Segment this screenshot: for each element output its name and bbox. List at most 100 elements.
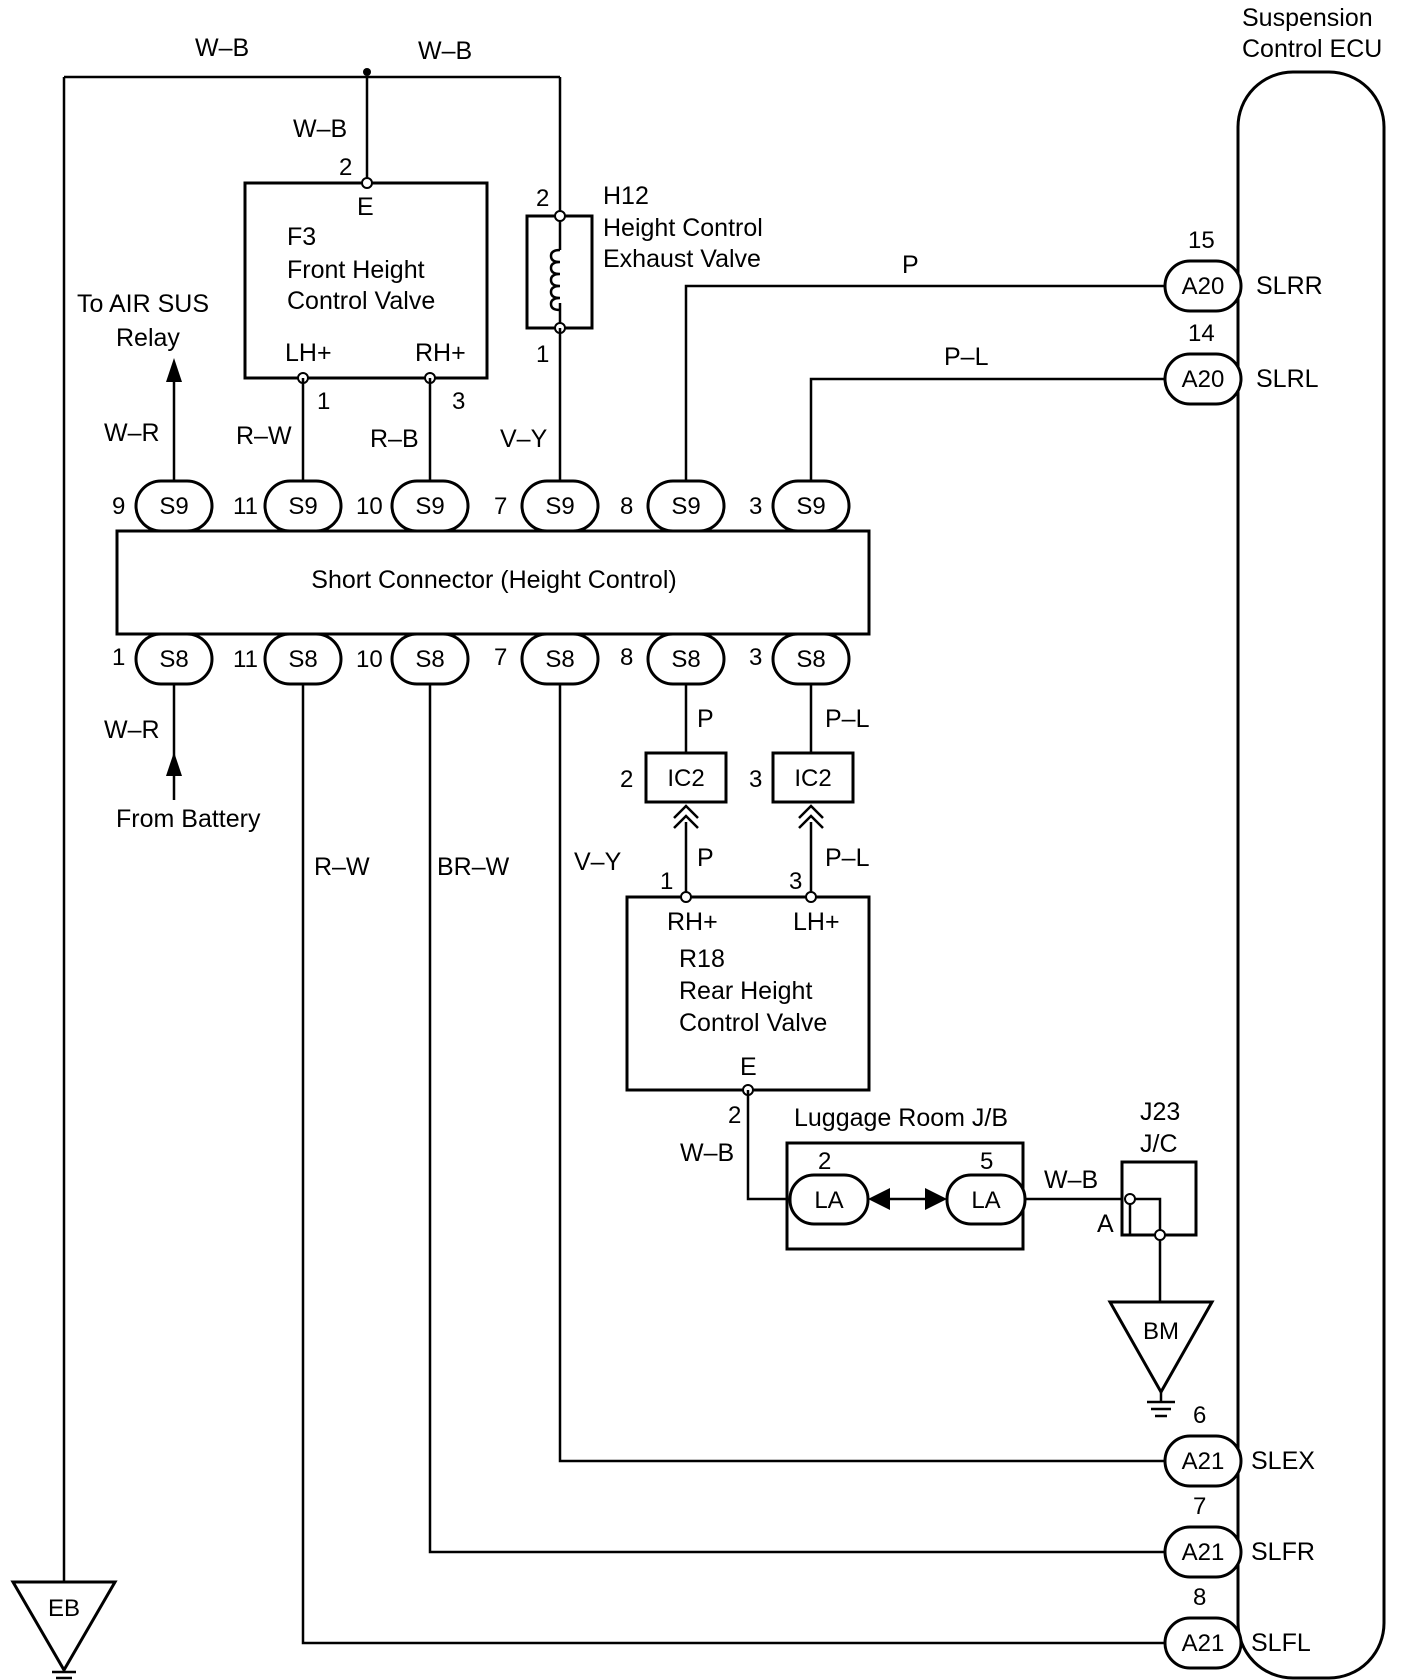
ground-symbol-icon: [52, 1670, 76, 1680]
arrow-up-icon: [166, 752, 182, 776]
r18-pin2: 2: [728, 1102, 741, 1129]
la-pin: 5: [980, 1148, 993, 1175]
ecu-pin-name: SLFL: [1251, 1629, 1311, 1657]
f3-pin-rh: RH+: [415, 339, 466, 367]
s8-pin: 8: [620, 644, 633, 671]
ic2-pin: 3: [749, 766, 762, 793]
s9-label: S9: [796, 493, 825, 520]
s8-label: S8: [159, 646, 188, 673]
ecu-connector-label: A20: [1182, 366, 1225, 393]
ecu-pin-slfl: A21 8 SLFL: [1163, 1584, 1311, 1670]
ecu-pin-number: 7: [1193, 1493, 1206, 1520]
ecu-pin-number: 6: [1193, 1402, 1206, 1429]
h12-name-line2: Exhaust Valve: [603, 245, 761, 273]
s8-pin: 11: [233, 646, 258, 673]
s9-label: S9: [545, 493, 574, 520]
wire-label-ic2b-r18: P–L: [825, 844, 870, 872]
ground-bm-label: BM: [1143, 1318, 1179, 1345]
f3-pin2: 2: [339, 154, 352, 181]
f3-pin1: 1: [317, 388, 330, 415]
wire-slrr: [684, 284, 1165, 481]
ecu-pin-name: SLRR: [1256, 272, 1323, 300]
s8-pin: 3: [749, 644, 762, 671]
wire-label-s8-10: BR–W: [437, 853, 510, 881]
wire-slfl: [301, 684, 1165, 1645]
relay-label-line1: To AIR SUS: [77, 290, 209, 318]
r18-pin1: 1: [660, 868, 673, 895]
wire-label-ic2a-r18: P: [697, 844, 714, 872]
ic2-pin: 2: [620, 766, 633, 793]
ecu-pin-slrl: A20 14 SLRL: [1163, 320, 1319, 406]
f3-pin-lh: LH+: [285, 339, 332, 367]
wire-label-relay: W–R: [104, 419, 160, 447]
s9-pin: 11: [233, 493, 258, 520]
wire-slex: [558, 684, 1165, 1463]
suspension-control-ecu-body: [1236, 70, 1386, 1680]
ecu-pin-number: 15: [1188, 227, 1215, 254]
connector-chevron-icon: [673, 804, 699, 829]
wire-label-la-j23: W–B: [1044, 1166, 1098, 1194]
wire-slrl: [809, 377, 1165, 481]
s9-label: S9: [288, 493, 317, 520]
s8-pin: 7: [494, 644, 507, 671]
ecu-pin-number: 8: [1193, 1584, 1206, 1611]
short-connector-height-control: [115, 529, 871, 636]
ic2-connector-b: [771, 751, 855, 804]
f3-pin2-terminal: [361, 177, 373, 189]
r18-pin-rh: RH+: [667, 908, 718, 936]
ecu-connector-label: A21: [1182, 1448, 1225, 1475]
ecu-pin-slrr: A20 15 SLRR: [1163, 227, 1323, 313]
s8-label: S8: [545, 646, 574, 673]
ground-symbol-icon: [1147, 1392, 1175, 1418]
relay-label-line2: Relay: [116, 324, 180, 352]
ecu-title-line1: Suspension: [1242, 4, 1373, 32]
r18-name-line2: Control Valve: [679, 1009, 827, 1037]
solenoid-coil-icon: [549, 248, 561, 312]
luggage-jb-title: Luggage Room J/B: [794, 1104, 1008, 1132]
h12-pin2: 2: [536, 185, 549, 212]
s9-pin: 7: [494, 493, 507, 520]
short-connector-label: Short Connector (Height Control): [311, 566, 676, 594]
battery-label: From Battery: [116, 805, 261, 833]
s8-pin: 10: [356, 646, 383, 673]
wire-label-battery: W–R: [104, 716, 160, 744]
la-connector-left: [788, 1173, 870, 1226]
arrow-right-icon: [925, 1188, 947, 1210]
ecu-title-line2: Control ECU: [1242, 35, 1382, 63]
wire-label-s8-8: P: [697, 705, 714, 733]
ecu-pin-slex: A21 6 SLEX: [1163, 1402, 1315, 1488]
s9-label: S9: [159, 493, 188, 520]
wire-label-wb-left: W–B: [195, 34, 249, 62]
la-label: LA: [814, 1187, 843, 1214]
arrow-up-icon: [166, 358, 182, 382]
r18-code: R18: [679, 945, 725, 973]
j23-line1: J23: [1140, 1098, 1180, 1126]
r18-pin-e: E: [740, 1053, 757, 1081]
ecu-connector-label: A21: [1182, 1539, 1225, 1566]
wire-label-f3-lh: R–W: [236, 422, 292, 450]
wire-label-slrr: P: [902, 251, 919, 279]
r18-pin-lh: LH+: [793, 908, 840, 936]
ground-bm: [1107, 1300, 1215, 1396]
s9-label: S9: [415, 493, 444, 520]
wire-label-s8-11: R–W: [314, 853, 370, 881]
h12-pin1: 1: [536, 341, 549, 368]
wire-slfr: [428, 684, 1165, 1554]
la-pin: 2: [818, 1148, 831, 1175]
s8-label: S8: [671, 646, 700, 673]
wire-label-r18-ground: W–B: [680, 1139, 734, 1167]
f3-pin-e: E: [357, 193, 374, 221]
wire-r18-ground: [746, 1090, 790, 1201]
s9-pin: 3: [749, 493, 762, 520]
arrow-left-icon: [868, 1188, 890, 1210]
connector-chevron-icon: [798, 804, 824, 829]
wire-label-f3-rh: R–B: [370, 425, 419, 453]
la-label: LA: [971, 1187, 1000, 1214]
wire-label-s8-3: P–L: [825, 705, 870, 733]
s8-label: S8: [288, 646, 317, 673]
wire-label-wb-right: W–B: [418, 37, 472, 65]
s9-label: S9: [671, 493, 700, 520]
h12-code: H12: [603, 182, 649, 210]
ecu-pin-name: SLEX: [1251, 1447, 1315, 1475]
ecu-pin-number: 14: [1188, 320, 1215, 347]
